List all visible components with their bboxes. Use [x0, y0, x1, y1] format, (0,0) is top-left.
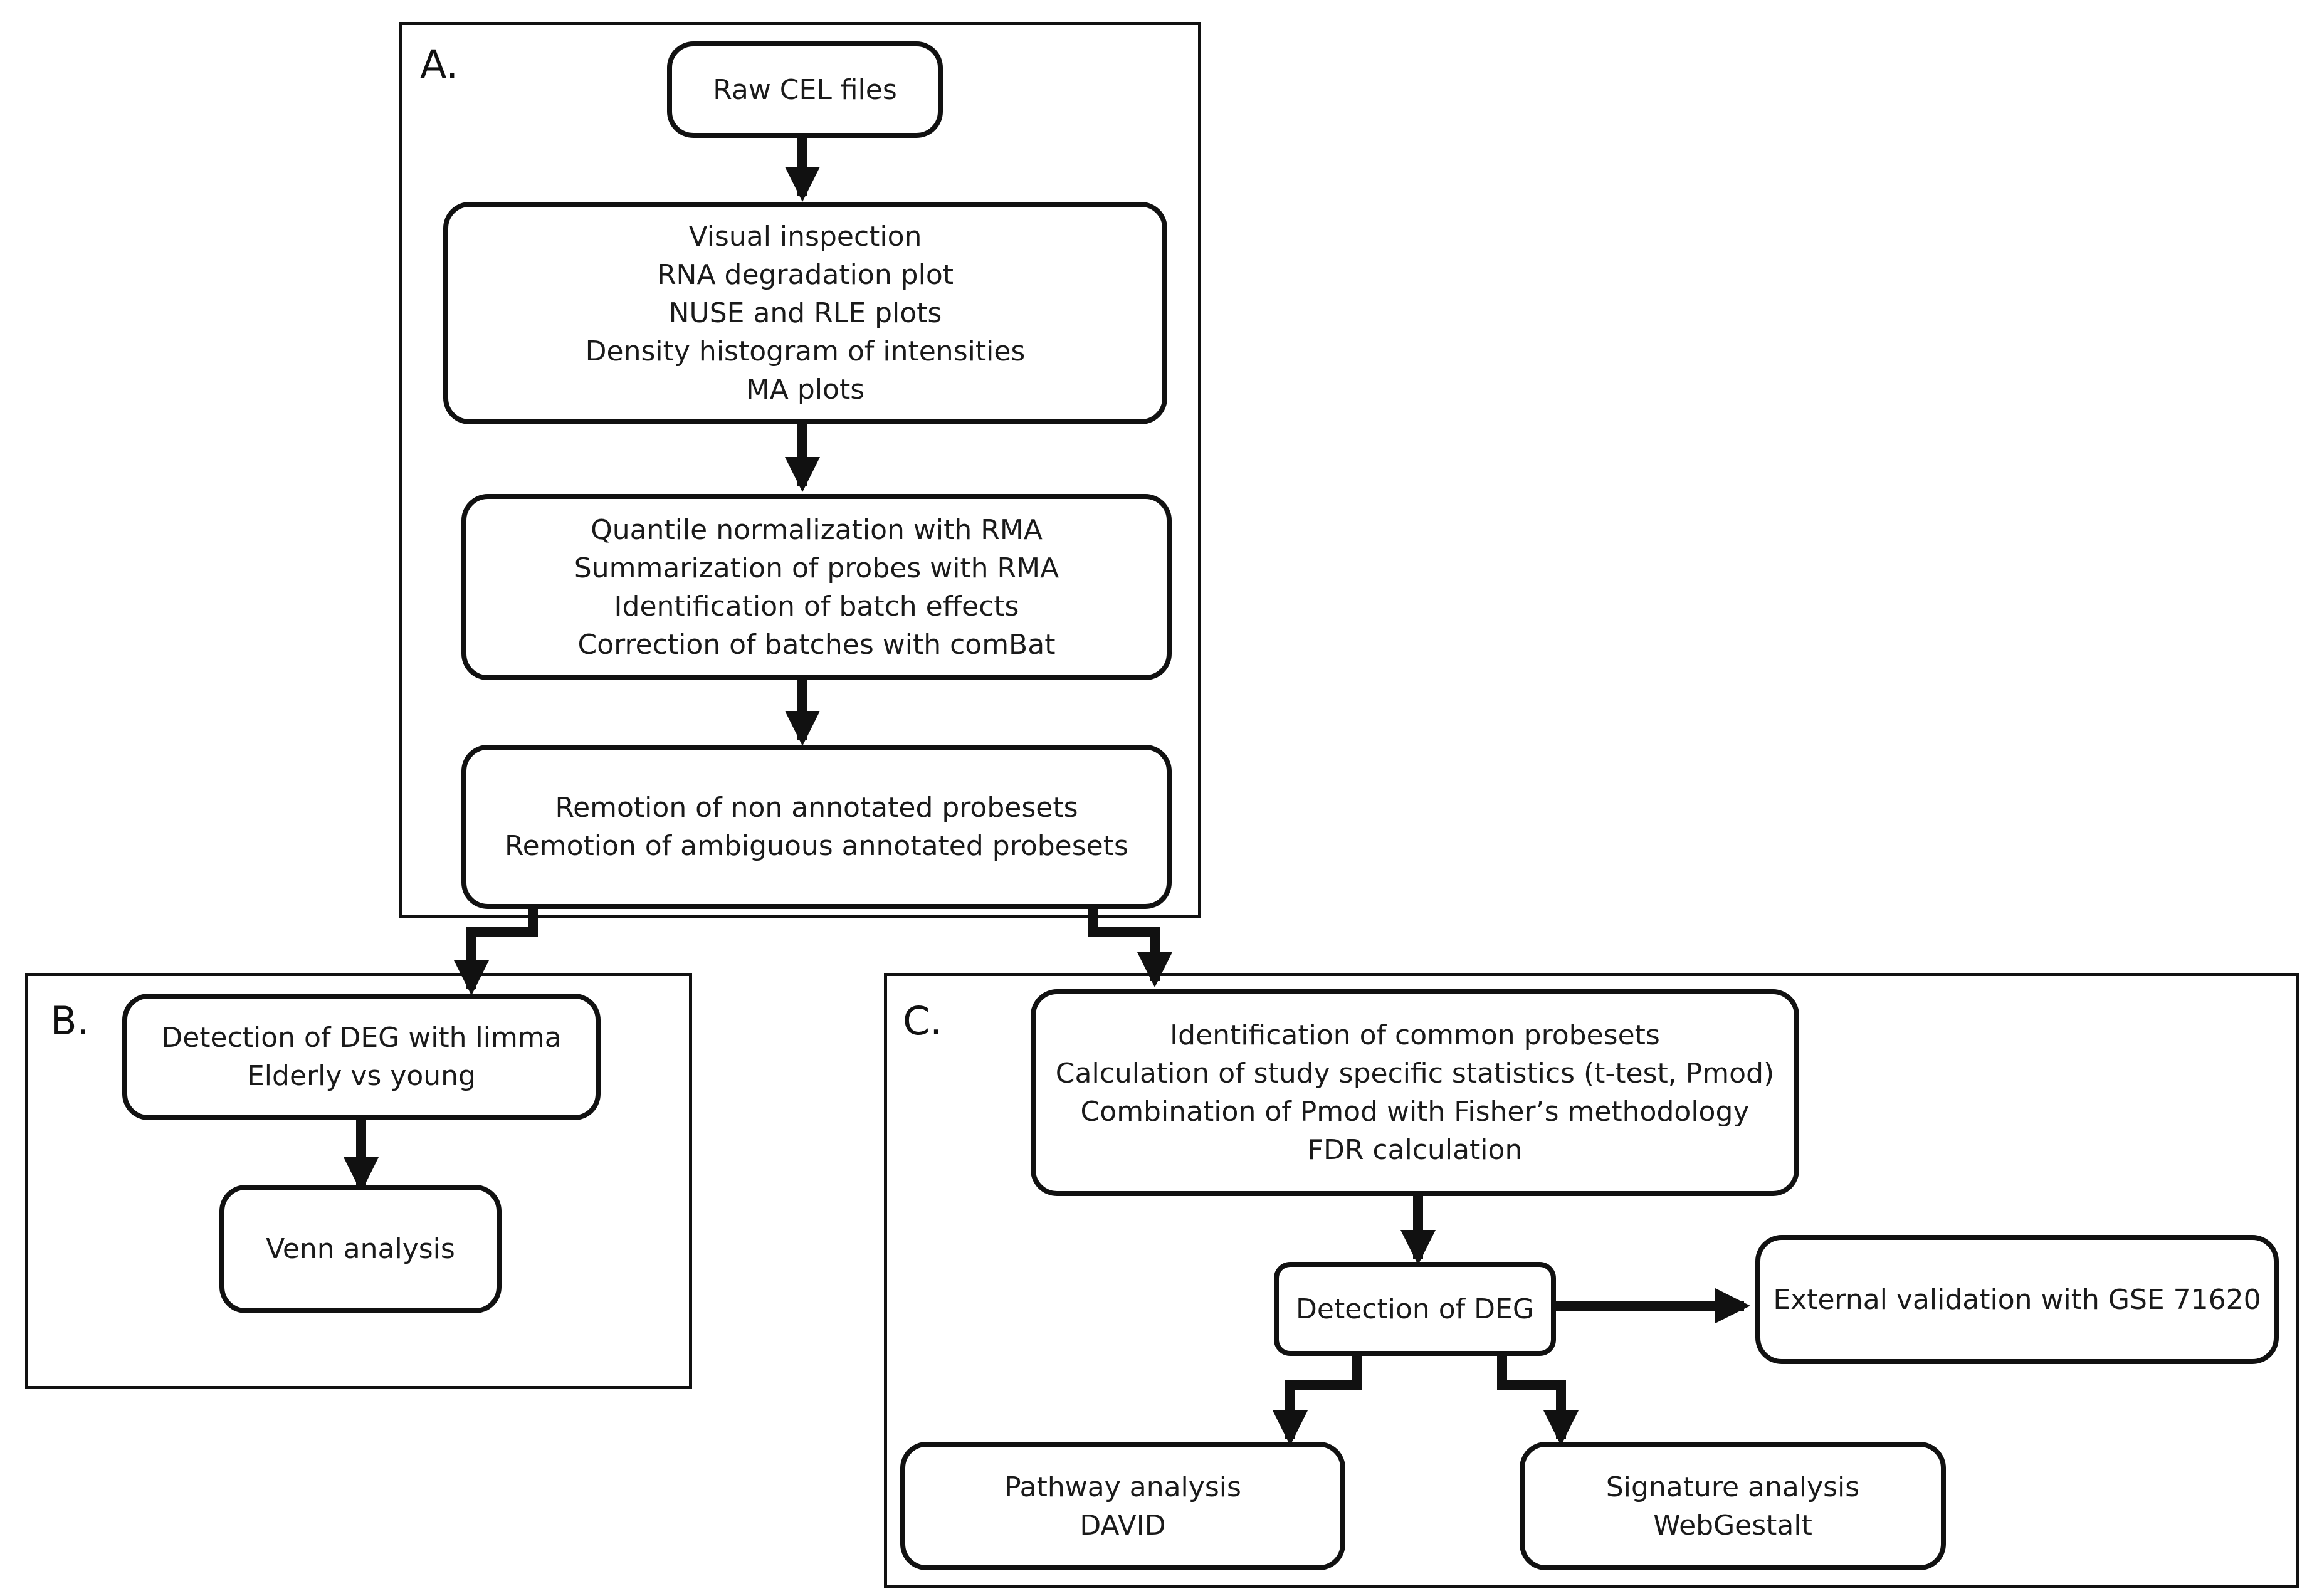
panel-c [884, 973, 2299, 1588]
box-text-line: Detection of DEG [1296, 1293, 1534, 1325]
box-text-line: Venn analysis [266, 1233, 455, 1265]
box-text-line: Density histogram of intensities [585, 335, 1026, 367]
box-text-line: MA plots [745, 374, 865, 406]
box-text-line: Combination of Pmod with Fisher’s method… [1080, 1096, 1750, 1128]
panel-b [25, 973, 692, 1389]
deg-detection-box: Detection of DEG [1274, 1262, 1556, 1356]
box-text-line: Visual inspection [688, 221, 922, 253]
box-text-line: Signature analysis [1605, 1471, 1860, 1503]
panel-a-label: A. [420, 41, 459, 87]
box-text-line: Identification of common probesets [1170, 1019, 1660, 1051]
arrow-remotion-to-c [1088, 906, 1172, 987]
box-text-line: Quantile normalization with RMA [591, 513, 1043, 546]
box-text-line: WebGestalt [1653, 1509, 1812, 1541]
box-text-line: Elderly vs young [247, 1060, 476, 1092]
arrow-remotion-to-b [454, 906, 538, 995]
signature-analysis-box: Signature analysis WebGestalt [1520, 1442, 1946, 1570]
box-text-line: Correction of batches with comBat [577, 628, 1056, 661]
venn-analysis-box: Venn analysis [219, 1185, 502, 1313]
box-text-line: Calculation of study specific statistics… [1055, 1058, 1775, 1089]
box-text-line: DAVID [1080, 1509, 1166, 1541]
box-text-line: NUSE and RLE plots [668, 297, 942, 329]
external-validation-box: External validation with GSE 71620 [1755, 1235, 2279, 1364]
limma-detection-box: Detection of DEG with limma Elderly vs y… [122, 994, 601, 1120]
normalization-box: Quantile normalization with RMA Summariz… [461, 494, 1172, 680]
panel-c-label: C. [903, 998, 942, 1044]
panel-a [399, 22, 1201, 918]
raw-cel-files-box: Raw CEL files [667, 41, 943, 138]
panel-b-label: B. [50, 998, 90, 1044]
remotion-box: Remotion of non annotated probesets Remo… [461, 745, 1172, 909]
box-text-line: Identification of batch effects [614, 590, 1019, 622]
box-text-line: RNA degradation plot [656, 259, 954, 291]
box-text-line: Remotion of non annotated probesets [555, 792, 1078, 824]
quality-control-box: Visual inspection RNA degradation plot N… [443, 202, 1167, 424]
meta-analysis-box: Identification of common probesets Calcu… [1031, 989, 1799, 1196]
arrow-deg-to-pathway [1273, 1354, 1362, 1446]
box-text-line: Pathway analysis [1004, 1471, 1241, 1503]
pathway-analysis-box: Pathway analysis DAVID [900, 1442, 1345, 1570]
arrow-deg-to-signature [1497, 1354, 1579, 1446]
box-text-line: Detection of DEG with limma [161, 1022, 562, 1054]
box-text-line: Raw CEL files [713, 73, 897, 106]
box-text-line: FDR calculation [1307, 1134, 1523, 1166]
box-text-line: External validation with GSE 71620 [1773, 1283, 2261, 1316]
box-text-line: Remotion of ambiguous annotated probeset… [505, 830, 1128, 862]
box-text-line: Summarization of probes with RMA [574, 552, 1059, 584]
